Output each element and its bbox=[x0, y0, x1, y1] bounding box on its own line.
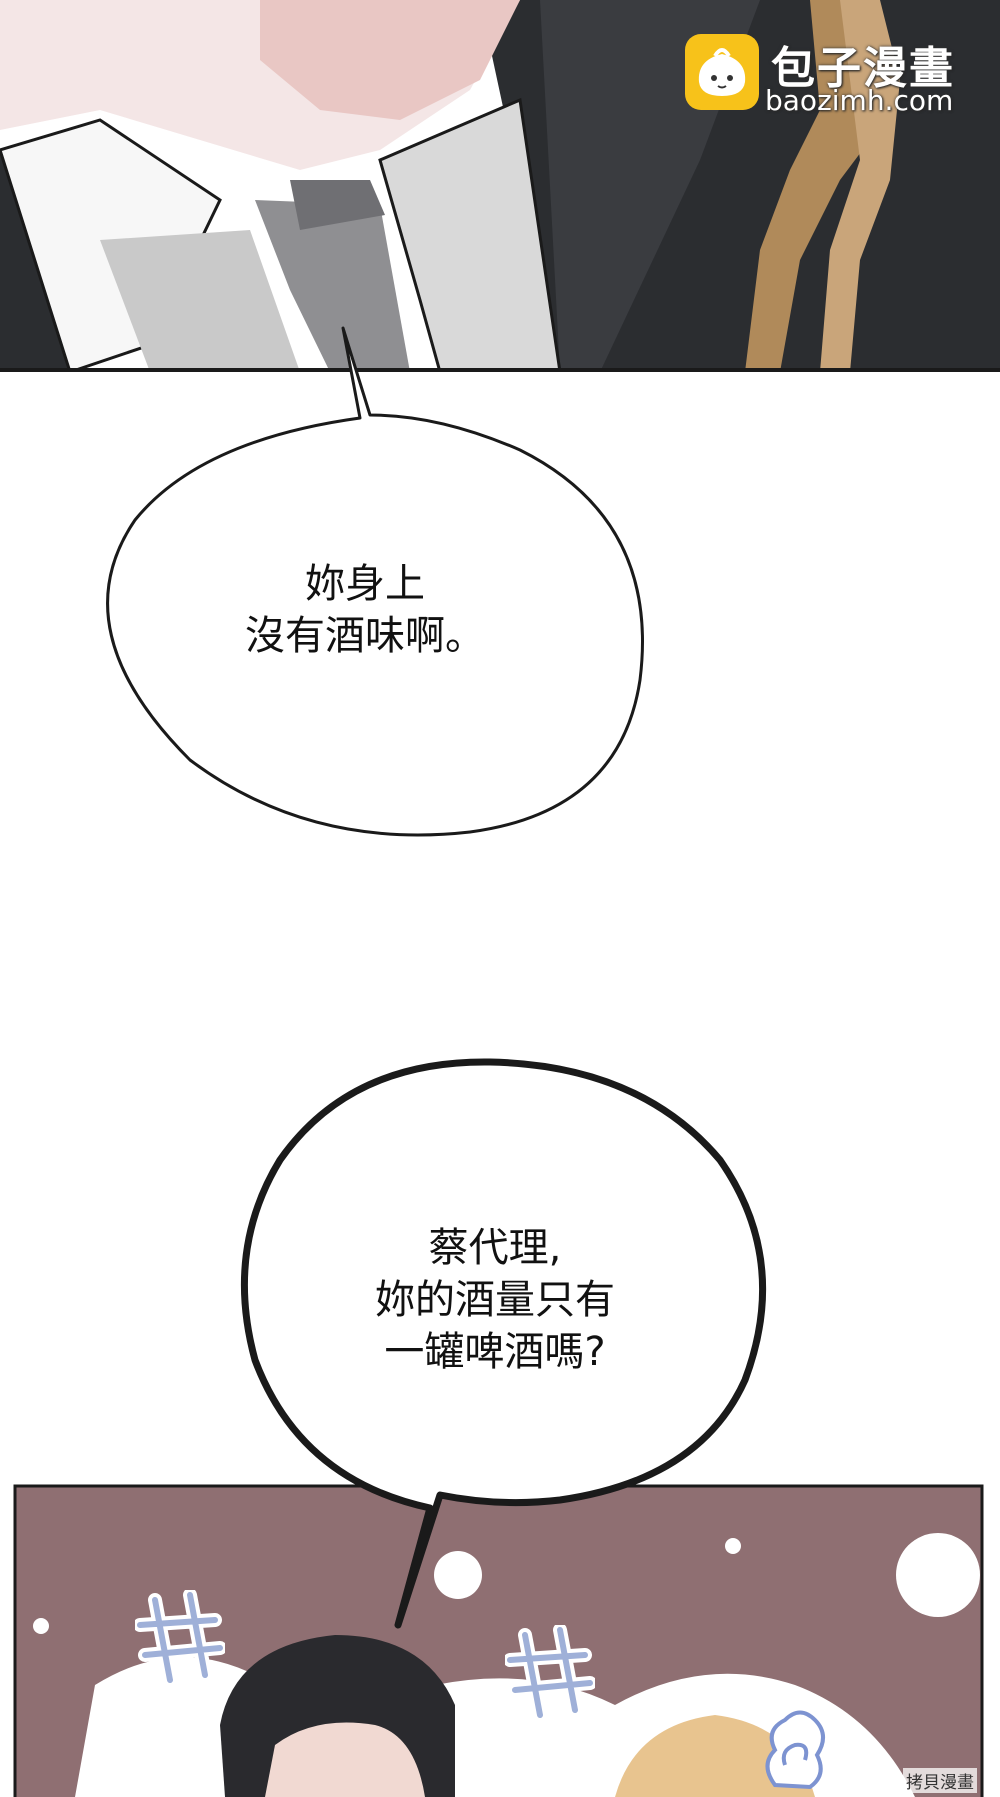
watermark-url[interactable]: baozimh.com bbox=[765, 84, 954, 117]
corner-credit: 拷貝漫畫 bbox=[903, 1768, 977, 1793]
bubble-line: 妳的酒量只有 bbox=[375, 1277, 615, 1323]
bubble-line: 蔡代理, bbox=[428, 1225, 562, 1271]
bubble-line: 沒有酒味啊。 bbox=[245, 613, 485, 659]
steam-cloud-icon bbox=[765, 1710, 825, 1790]
bubble-line: 一罐啤酒嗎? bbox=[384, 1329, 606, 1375]
bottom-panel: 拷貝漫畫 bbox=[15, 1485, 983, 1797]
collar-artwork bbox=[0, 0, 1000, 372]
anger-mark-icon bbox=[505, 1625, 595, 1722]
bubble-line: 妳身上 bbox=[305, 561, 425, 607]
watermark-title: 包子漫畫 bbox=[771, 43, 955, 94]
top-panel bbox=[0, 0, 1000, 372]
speech-bubble-2-text: 蔡代理, 妳的酒量只有 一罐啤酒嗎? bbox=[330, 1222, 660, 1378]
baozi-logo-icon bbox=[685, 34, 759, 110]
anger-mark-icon bbox=[135, 1590, 225, 1687]
watermark[interactable]: 包子漫畫 baozimh.com bbox=[685, 34, 985, 117]
speech-bubble-1-text: 妳身上 沒有酒味啊。 bbox=[195, 558, 535, 662]
